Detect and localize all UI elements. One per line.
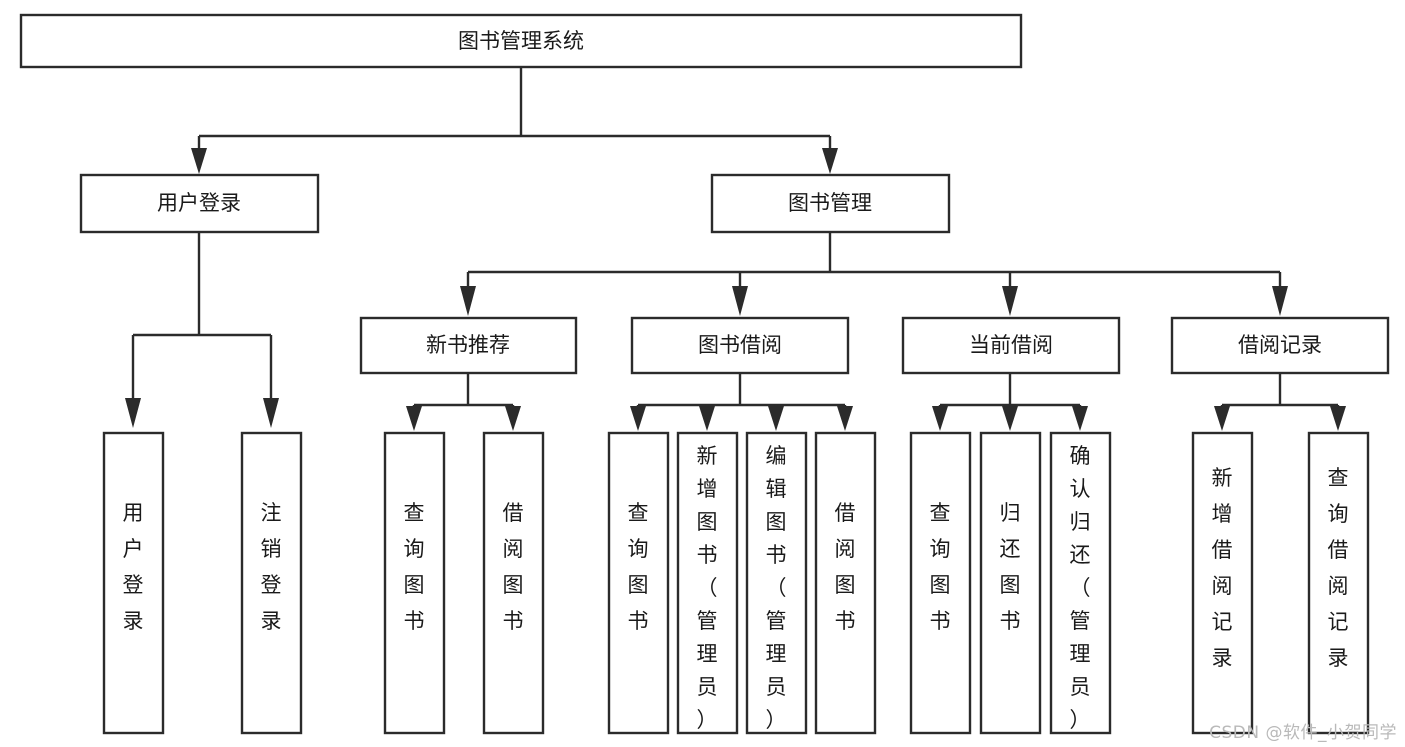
- leaf-node-query-record[interactable]: 查询借阅记录: [1307, 431, 1370, 735]
- node-box-leaf-query-record[interactable]: [1307, 431, 1370, 735]
- leaf-node-return-book[interactable]: 归还图书: [979, 431, 1042, 735]
- node-box-borrow-record[interactable]: [1170, 316, 1390, 375]
- leaf-node-edit-book[interactable]: 编辑图书（管理员）: [745, 431, 808, 735]
- node-box-leaf-borrow-book-1[interactable]: [482, 431, 545, 735]
- arrow-head-book-borrow: [732, 286, 748, 316]
- arrow-head-leaf-query-book-3: [932, 406, 948, 431]
- arrow-head-new-book-rec: [460, 286, 476, 316]
- node-user-login[interactable]: 用户登录: [79, 173, 320, 234]
- node-label-user-login: 用户登录: [157, 191, 241, 215]
- leaf-node-query-book-3[interactable]: 查询图书: [909, 431, 972, 735]
- leaf-node-borrow-book-1[interactable]: 借阅图书: [482, 431, 545, 735]
- arrow-head-borrow-record: [1272, 286, 1288, 316]
- node-label-leaf-edit-book: 编辑图书（管理员）: [766, 444, 787, 732]
- node-book-borrowing[interactable]: 图书借阅: [630, 316, 850, 375]
- leaf-node-user-login[interactable]: 用户登录: [102, 431, 165, 735]
- node-label-leaf-add-record: 新增借阅记录: [1212, 466, 1233, 670]
- node-box-leaf-query-book-1[interactable]: [383, 431, 446, 735]
- node-box-root[interactable]: [19, 13, 1023, 69]
- arrow-head-leaf-confirm-return: [1072, 406, 1088, 431]
- connector-layer: [125, 67, 1346, 431]
- node-box-book-borrowing[interactable]: [630, 316, 850, 375]
- node-borrow-record[interactable]: 借阅记录: [1170, 316, 1390, 375]
- leaf-node-add-book[interactable]: 新增图书（管理员）: [676, 431, 739, 735]
- node-label-borrow-record: 借阅记录: [1238, 333, 1322, 357]
- node-box-leaf-add-book[interactable]: [676, 431, 739, 735]
- arrow-head-current-borrow: [1002, 286, 1018, 316]
- leaf-node-query-book-2[interactable]: 查询图书: [607, 431, 670, 735]
- node-label-root: 图书管理系统: [458, 29, 584, 53]
- arrow-head-leaf-edit-book: [768, 406, 784, 431]
- arrow-head-leaf-query-record: [1330, 406, 1346, 431]
- node-label-leaf-confirm-return: 确认归还（管理员）: [1070, 444, 1091, 732]
- node-box-new-book-recommendation[interactable]: [359, 316, 578, 375]
- node-label-book-borrowing: 图书借阅: [698, 333, 782, 357]
- node-box-leaf-edit-book[interactable]: [745, 431, 808, 735]
- arrow-head-leaf-query-book-1: [406, 406, 422, 431]
- node-label-leaf-query-book-3: 查询图书: [930, 501, 951, 633]
- node-label-book-management: 图书管理: [788, 191, 872, 215]
- leaf-node-borrow-book-2[interactable]: 借阅图书: [814, 431, 877, 735]
- node-label-leaf-add-book: 新增图书（管理员）: [697, 444, 718, 732]
- node-label-leaf-return-book: 归还图书: [1000, 501, 1021, 633]
- arrow-head-leaf-return-book: [1002, 406, 1018, 431]
- leaf-node-add-record[interactable]: 新增借阅记录: [1191, 431, 1254, 735]
- leaf-node-logout[interactable]: 注销登录: [240, 431, 303, 735]
- arrow-head-book-mgmt: [822, 148, 838, 174]
- arrow-head-leaf-query-book-2: [630, 406, 646, 431]
- csdn-watermark: CSDN @软件_小贺同学: [1209, 723, 1397, 743]
- arrow-head-leaf-add-record: [1214, 406, 1230, 431]
- node-box-leaf-confirm-return[interactable]: [1049, 431, 1112, 735]
- node-box-leaf-return-book[interactable]: [979, 431, 1042, 735]
- node-label-leaf-logout: 注销登录: [261, 501, 282, 633]
- leaf-node-confirm-return[interactable]: 确认归还（管理员）: [1049, 431, 1112, 735]
- node-box-leaf-add-record[interactable]: [1191, 431, 1254, 735]
- leaf-node-query-book-1[interactable]: 查询图书: [383, 431, 446, 735]
- node-box-user-login[interactable]: [79, 173, 320, 234]
- node-book-management[interactable]: 图书管理: [710, 173, 951, 234]
- node-box-current-borrowing[interactable]: [901, 316, 1121, 375]
- arrow-head-leaf-user-login: [125, 398, 141, 428]
- node-label-leaf-query-record: 查询借阅记录: [1328, 466, 1349, 670]
- arrow-head-leaf-borrow-book-2: [837, 406, 853, 431]
- node-current-borrowing[interactable]: 当前借阅: [901, 316, 1121, 375]
- node-label-leaf-borrow-book-2: 借阅图书: [835, 501, 856, 633]
- node-label-leaf-user-login: 用户登录: [123, 501, 144, 633]
- node-label-new-book-recommendation: 新书推荐: [426, 333, 510, 357]
- arrow-head-user-login: [191, 148, 207, 174]
- node-label-leaf-borrow-book-1: 借阅图书: [503, 501, 524, 633]
- node-root-book-management-system[interactable]: 图书管理系统: [19, 13, 1023, 69]
- arrow-head-leaf-borrow-book-1: [505, 406, 521, 431]
- arrow-head-leaf-add-book: [699, 406, 715, 431]
- node-label-leaf-query-book-1: 查询图书: [404, 501, 425, 633]
- node-box-leaf-user-login[interactable]: [102, 431, 165, 735]
- node-box-leaf-borrow-book-2[interactable]: [814, 431, 877, 735]
- node-box-leaf-query-book-2[interactable]: [607, 431, 670, 735]
- arrow-head-leaf-logout: [263, 398, 279, 428]
- node-box-leaf-query-book-3[interactable]: [909, 431, 972, 735]
- node-box-book-management[interactable]: [710, 173, 951, 234]
- node-box-leaf-logout[interactable]: [240, 431, 303, 735]
- node-label-current-borrowing: 当前借阅: [969, 333, 1053, 357]
- node-new-book-recommendation[interactable]: 新书推荐: [359, 316, 578, 375]
- node-label-leaf-query-book-2: 查询图书: [628, 501, 649, 633]
